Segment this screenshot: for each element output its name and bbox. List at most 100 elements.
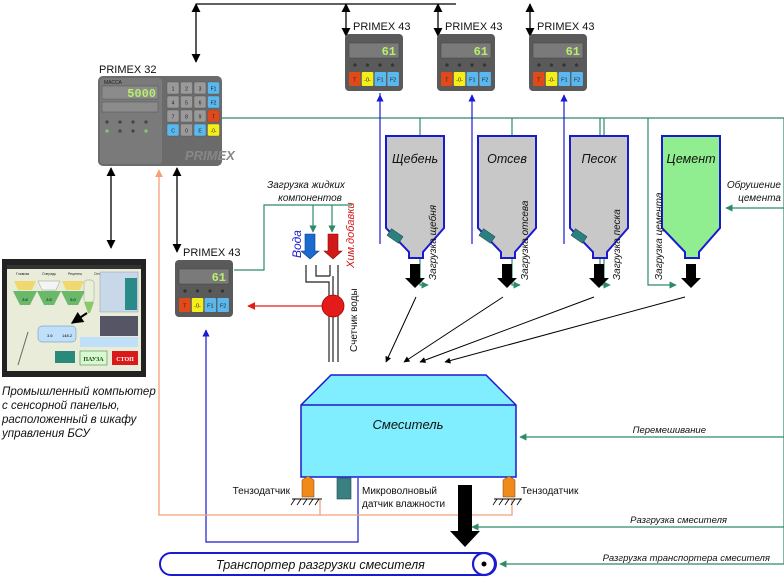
discharge-arrow-icon bbox=[589, 264, 609, 288]
material-flow-arrows bbox=[385, 296, 686, 364]
keypad-key[interactable]: 1 bbox=[166, 81, 180, 95]
svg-text:F1: F1 bbox=[211, 87, 217, 93]
cement-aeration-label: цемента bbox=[738, 193, 781, 204]
key-F1[interactable]: F1 bbox=[204, 298, 217, 312]
keypad-key[interactable]: F1 bbox=[207, 81, 220, 95]
display-value: 5000 bbox=[127, 87, 156, 101]
svg-text:-0-: -0- bbox=[548, 78, 555, 84]
mixer-discharge-label: Разгрузка смесителя bbox=[630, 515, 727, 526]
keypad-key[interactable]: 9 bbox=[193, 109, 207, 123]
water-meter-icon bbox=[321, 294, 345, 318]
hopper-load-label: Загрузка отсева bbox=[520, 200, 531, 280]
svg-text:ПАУЗА: ПАУЗА bbox=[83, 357, 104, 363]
pc-mixer-value: 3.6 bbox=[47, 333, 53, 338]
key-zero0zero[interactable]: -0- bbox=[453, 72, 466, 86]
svg-text:C: C bbox=[171, 129, 175, 135]
keypad-key[interactable]: 4 bbox=[166, 95, 180, 109]
liquid-header: Загрузка жидких bbox=[267, 180, 346, 191]
additives-label: Хим.добавки bbox=[345, 202, 357, 269]
stop-button[interactable]: СТОП bbox=[112, 351, 138, 365]
water-meter-label: Счетчик воды bbox=[349, 288, 360, 352]
pc-menu-item[interactable]: Рецепты bbox=[68, 272, 83, 276]
pc-hopper-value: 5.0 bbox=[70, 297, 76, 302]
keypad-key[interactable]: F2 bbox=[207, 95, 220, 109]
keypad-key[interactable]: 6 bbox=[193, 95, 207, 109]
svg-text:-0-: -0- bbox=[364, 78, 371, 84]
liquid-section: Загрузка жидких компонентов Вода Хим.доб… bbox=[267, 180, 360, 362]
svg-text:F1: F1 bbox=[469, 78, 475, 84]
pc-hopper-value: 3.6 bbox=[22, 297, 28, 302]
controller-title: PRIMEX 43 bbox=[445, 21, 502, 33]
key-zero0zero[interactable]: -0- bbox=[191, 298, 204, 312]
key-T[interactable]: T bbox=[441, 72, 453, 86]
key-zero0zero[interactable]: -0- bbox=[361, 72, 374, 86]
svg-text:T: T bbox=[212, 115, 215, 121]
hopper-load-label: Загрузка песка bbox=[612, 209, 623, 280]
svg-text:T: T bbox=[537, 78, 541, 84]
svg-text:СТОП: СТОП bbox=[116, 357, 134, 363]
svg-text:F1: F1 bbox=[377, 78, 383, 84]
keypad-key[interactable]: 3 bbox=[193, 81, 207, 95]
key-F1[interactable]: F1 bbox=[558, 72, 571, 86]
key-T[interactable]: T bbox=[533, 72, 545, 86]
svg-text:1: 1 bbox=[172, 87, 175, 93]
controller-title: PRIMEX 43 bbox=[537, 21, 594, 33]
svg-text:T: T bbox=[353, 78, 357, 84]
keypad-key[interactable]: E bbox=[193, 123, 207, 137]
key-T[interactable]: T bbox=[179, 298, 191, 312]
keypad-key[interactable]: 0 bbox=[180, 123, 193, 137]
pc-menu-item[interactable]: Главная bbox=[16, 272, 29, 276]
hopper-label: Отсев bbox=[487, 152, 527, 166]
moisture-signal-line bbox=[155, 169, 513, 516]
svg-text:F2: F2 bbox=[574, 78, 580, 84]
gate-valve-icon bbox=[478, 228, 496, 244]
gate-valve-icon bbox=[386, 228, 404, 244]
keypad-key[interactable]: 5 bbox=[180, 95, 193, 109]
keypad-key[interactable]: -0- bbox=[207, 123, 220, 137]
pc-menu-item[interactable]: Очередь bbox=[42, 272, 56, 276]
svg-text:3: 3 bbox=[199, 87, 202, 93]
controller-title: PRIMEX 32 bbox=[99, 64, 156, 76]
key-zero0zero[interactable]: -0- bbox=[545, 72, 558, 86]
key-T[interactable]: T bbox=[349, 72, 361, 86]
key-F2[interactable]: F2 bbox=[217, 298, 229, 312]
key-F2[interactable]: F2 bbox=[479, 72, 491, 86]
key-F1[interactable]: F1 bbox=[466, 72, 479, 86]
svg-text:E: E bbox=[198, 129, 202, 135]
svg-text:-0-: -0- bbox=[456, 78, 463, 84]
pause-button[interactable]: ПАУЗА bbox=[79, 350, 108, 366]
svg-text:8: 8 bbox=[185, 115, 188, 121]
keypad-key[interactable]: 2 bbox=[180, 81, 193, 95]
discharge-arrow-icon bbox=[405, 264, 425, 288]
svg-text:6: 6 bbox=[199, 101, 202, 107]
conveyor: Транспортер разгрузки смесителя bbox=[159, 551, 497, 577]
mixer-discharge-arrow bbox=[450, 485, 480, 547]
keypad-key[interactable]: T bbox=[207, 109, 220, 123]
svg-text:9: 9 bbox=[199, 115, 202, 121]
conveyor-discharge-label: Разгрузка транспортера смесителя bbox=[603, 553, 770, 564]
key-F2[interactable]: F2 bbox=[387, 72, 399, 86]
keypad-key[interactable]: 7 bbox=[166, 109, 180, 123]
svg-text:Тензодатчик: Тензодатчик bbox=[233, 486, 291, 497]
svg-text:F2: F2 bbox=[482, 78, 488, 84]
key-F1[interactable]: F1 bbox=[374, 72, 387, 86]
discharge-arrow-icon bbox=[681, 264, 701, 288]
svg-text:7: 7 bbox=[172, 115, 175, 121]
display-value: 61 bbox=[212, 271, 226, 285]
panel-pc[interactable]: ГлавнаяОчередьРецептыОтчетыМеню 3.6 3.5 … bbox=[2, 259, 146, 377]
mixing-signal-label: Перемешивание bbox=[633, 425, 706, 436]
panel-pc-caption: Промышленный компьютер с сенсорной панел… bbox=[2, 386, 156, 440]
key-F2[interactable]: F2 bbox=[571, 72, 583, 86]
keypad-key[interactable]: 8 bbox=[180, 109, 193, 123]
svg-text:-0-: -0- bbox=[194, 304, 201, 310]
keypad-key[interactable]: C bbox=[166, 123, 180, 137]
